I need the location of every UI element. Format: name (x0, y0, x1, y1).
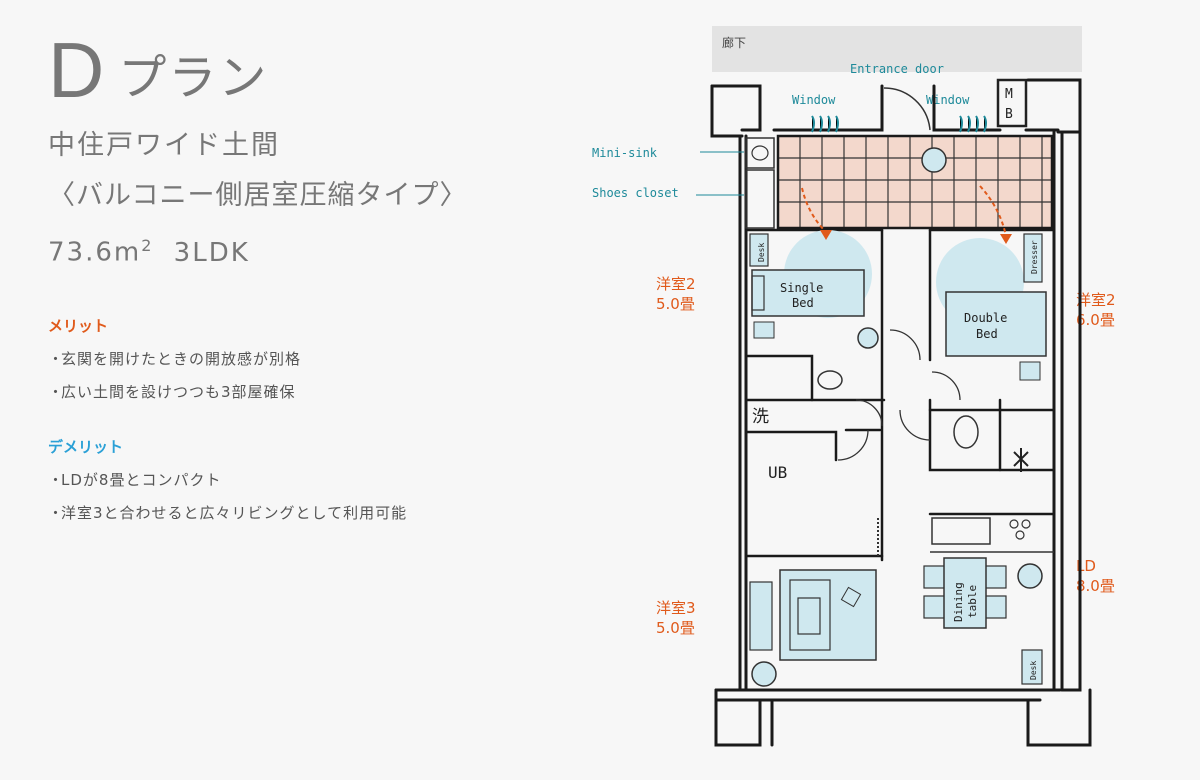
single-bed (751, 269, 865, 317)
mb-m: M (1005, 87, 1013, 102)
single-bed-pillow (751, 275, 765, 311)
corridor-band (712, 26, 1082, 72)
plant-icon (1013, 448, 1029, 472)
info-panel: D プラン 中住戸ワイド土間 〈バルコニー側居室圧縮タイプ〉 73.6m2 3L… (48, 30, 608, 523)
room-label-western3: 洋室3 5.0畳 (656, 598, 696, 638)
room-label-western2-left: 洋室2 5.0畳 (656, 274, 696, 314)
desk-bottom-label: Desk (1029, 661, 1038, 680)
window-right-label: Window (926, 93, 970, 107)
room-size: 6.0畳 (1076, 311, 1115, 329)
room-size: 8.0畳 (1076, 577, 1115, 595)
desk-top-label: Desk (757, 243, 766, 262)
entrance-door-swing (883, 87, 931, 131)
area-unit-sup: 2 (141, 236, 154, 255)
double-bed (945, 291, 1047, 357)
door-swings (837, 329, 961, 461)
side-shelf (749, 581, 773, 651)
double-room-side-table (1019, 361, 1041, 381)
plan-title: D プラン (48, 30, 608, 110)
dining-chairs (923, 565, 1007, 619)
single-room-sweep (784, 230, 872, 318)
shoes-closet (745, 169, 775, 229)
room-size: 5.0畳 (656, 295, 695, 313)
cushion (840, 586, 862, 608)
window-marks (811, 115, 987, 133)
dining-table (943, 557, 987, 629)
double-room-sweep (936, 238, 1024, 326)
mini-sink-bowl (751, 145, 769, 161)
demerit-item-1: LDが8畳とコンパクト (48, 469, 608, 490)
plan-word: プラン (118, 50, 269, 106)
entrance-door-label: Entrance door (850, 62, 944, 76)
room-label-western2-right: 洋室2 6.0畳 (1076, 290, 1116, 330)
room-name: LD (1076, 557, 1096, 575)
mb-box (996, 78, 1028, 128)
desk-top-left (749, 233, 769, 267)
corridor-label: 廊下 (722, 35, 746, 50)
genkan-tile-floor (776, 134, 1054, 230)
plan-area: 73.6m2 3LDK (48, 228, 608, 271)
single-bed-label-1: Single (780, 281, 823, 295)
dresser-label: Dresser (1030, 240, 1039, 274)
sofa-inner (789, 579, 831, 651)
merit-item-2: 広い土間を設けつつも3部屋確保 (48, 381, 608, 402)
mb-b: B (1005, 107, 1013, 122)
passage-arrows (801, 185, 1007, 237)
coffee-table (797, 597, 821, 635)
toilet (953, 415, 979, 449)
room-size: 5.0畳 (656, 619, 695, 637)
room-name: 洋室3 (656, 599, 696, 617)
double-bed-label-2: Bed (976, 327, 998, 341)
dining-label-1: Dining (952, 582, 965, 622)
desk-bottom-right (1021, 649, 1043, 685)
sink-bowl (817, 370, 843, 390)
room-name: 洋室2 (656, 275, 696, 293)
room-name: 洋室2 (1076, 291, 1116, 309)
sofa (779, 569, 877, 661)
single-bed-label-2: Bed (792, 296, 814, 310)
single-room-chair (753, 321, 775, 339)
wash-label: 洗 (752, 407, 769, 427)
double-bed-label-1: Double (964, 311, 1007, 325)
outer-walls (710, 78, 1092, 747)
area-value: 73.6m (48, 237, 142, 268)
room-label-ld: LD 8.0畳 (1076, 556, 1115, 596)
interior-walls (744, 228, 1056, 692)
air-vent-icons (751, 147, 1043, 687)
plan-subtitle: 中住戸ワイド土間 (48, 130, 280, 161)
dining-label-2: table (966, 585, 979, 618)
demerit-heading: デメリット (48, 437, 124, 456)
demerit-item-2: 洋室3と合わせると広々リビングとして利用可能 (48, 502, 608, 523)
plan-subtitle-type: 〈バルコニー側居室圧縮タイプ〉 (48, 180, 468, 211)
mini-sink (745, 137, 775, 169)
kitchen-counter (931, 517, 991, 545)
stove-burners (1009, 519, 1031, 540)
ub-label: UB (768, 463, 787, 482)
window-left-label: Window (792, 93, 836, 107)
plan-letter: D (48, 26, 105, 114)
merit-item-1: 玄関を開けたときの開放感が別格 (48, 348, 608, 369)
area-layout-type: 3LDK (173, 237, 250, 268)
arrow-head-1 (820, 230, 832, 240)
arrow-head-2 (1000, 234, 1012, 244)
merit-heading: メリット (48, 316, 109, 335)
dresser (1023, 233, 1043, 283)
